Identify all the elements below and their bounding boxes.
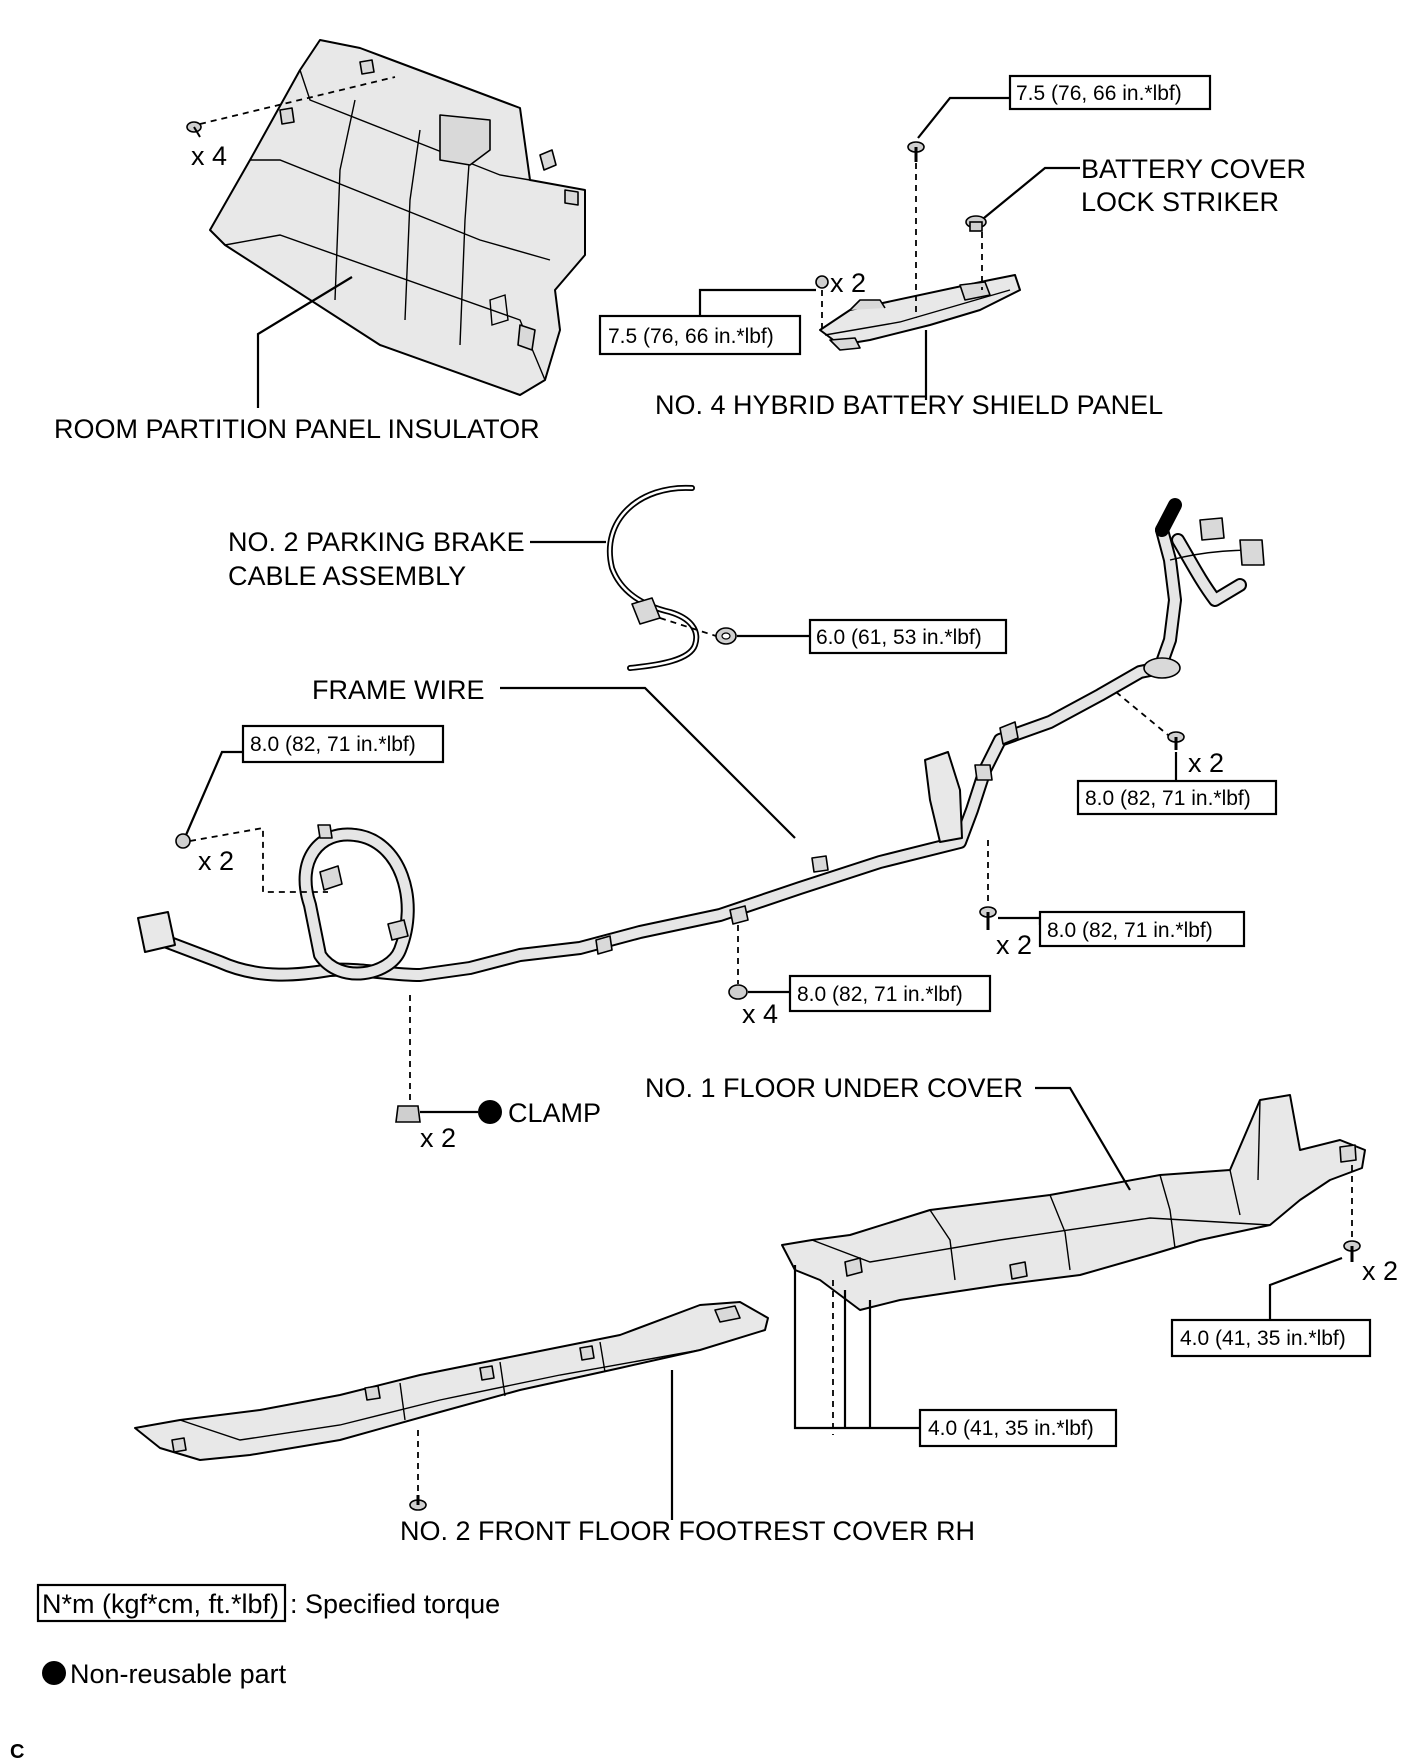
- frame-wire-label: FRAME WIRE: [312, 675, 485, 705]
- battery-cover-lock-striker-label-line1: BATTERY COVER: [1081, 154, 1306, 184]
- legend-non-reusable-icon: [42, 1661, 66, 1685]
- room-partition-panel-insulator-label: ROOM PARTITION PANEL INSULATOR: [54, 414, 540, 444]
- frame-wire-drawing: [137, 498, 1265, 982]
- legend-torque-desc: : Specified torque: [290, 1589, 500, 1619]
- legend-non-reusable-label: Non-reusable part: [70, 1659, 287, 1689]
- floor-under-cover-bolts-qty: x 2: [1362, 1256, 1398, 1286]
- corner-mark: C: [10, 1741, 24, 1763]
- non-reusable-mark-icon: [478, 1100, 502, 1124]
- room-partition-panel-insulator-drawing: [209, 39, 586, 396]
- no2-parking-brake-cable-label-line1: NO. 2 PARKING BRAKE: [228, 527, 525, 557]
- floor-cover-left-torque: 4.0 (41, 35 in.*lbf): [928, 1417, 1094, 1440]
- shield-nuts-torque: 7.5 (76, 66 in.*lbf): [608, 325, 774, 348]
- frame-wire-left-torque: 8.0 (82, 71 in.*lbf): [250, 733, 416, 756]
- floor-cover-right-bolt-icon: [1343, 1240, 1361, 1262]
- no1-floor-under-cover-label: NO. 1 FLOOR UNDER COVER: [645, 1073, 1023, 1103]
- clamp-label: CLAMP: [508, 1098, 601, 1128]
- no4-hybrid-battery-shield-panel-label: NO. 4 HYBRID BATTERY SHIELD PANEL: [655, 390, 1163, 420]
- insulator-clips-qty: x 4: [191, 141, 227, 171]
- frame-wire-right-top-torque: 8.0 (82, 71 in.*lbf): [1085, 787, 1251, 810]
- frame-wire-right-top-bolt-icon: [1167, 731, 1185, 750]
- parking-brake-nut-torque: 6.0 (61, 53 in.*lbf): [816, 626, 982, 649]
- frame-wire-right-mid-bolt-icon: [979, 906, 997, 930]
- frame-wire-right-mid-bolts-qty: x 2: [996, 930, 1032, 960]
- frame-wire-left-nut-icon: [175, 833, 191, 849]
- floor-under-cover-drawing: [781, 1094, 1366, 1311]
- battery-cover-lock-striker-label-line2: LOCK STRIKER: [1081, 187, 1279, 217]
- clamps-qty: x 2: [420, 1123, 456, 1153]
- front-floor-footrest-cover-drawing: [134, 1301, 769, 1461]
- parking-brake-nut-icon: [715, 627, 737, 645]
- hybrid-battery-shield-panel-drawing: [819, 274, 1021, 351]
- frame-wire-right-mid-torque: 8.0 (82, 71 in.*lbf): [1047, 919, 1213, 942]
- no2-front-floor-footrest-cover-label: NO. 2 FRONT FLOOR FOOTREST COVER RH: [400, 1516, 975, 1546]
- clamp-icon: [395, 1105, 421, 1123]
- battery-cover-lock-striker-icon: [965, 215, 987, 232]
- frame-wire-center-nuts-qty: x 4: [742, 999, 778, 1029]
- legend-torque-box: [36, 1583, 287, 1623]
- legend-torque-box-label: N*m (kgf*cm, ft.*lbf): [42, 1589, 279, 1619]
- shield-top-bolt-torque: 7.5 (76, 66 in.*lbf): [1016, 82, 1182, 105]
- insulator-clip-icon: [186, 121, 202, 138]
- shield-nuts-qty: x 2: [830, 268, 866, 298]
- no2-parking-brake-cable-label-line2: CABLE ASSEMBLY: [228, 561, 466, 591]
- floor-cover-right-torque: 4.0 (41, 35 in.*lbf): [1180, 1327, 1346, 1350]
- footrest-cover-clip-icon: [409, 1495, 427, 1511]
- shield-nut-icon: [815, 275, 829, 289]
- frame-wire-right-top-bolts-qty: x 2: [1188, 748, 1224, 778]
- frame-wire-center-nut-icon: [728, 984, 748, 1000]
- parking-brake-cable-drawing: [607, 484, 700, 671]
- frame-wire-left-nuts-qty: x 2: [198, 846, 234, 876]
- shield-top-bolt-icon: [907, 141, 925, 162]
- frame-wire-center-torque: 8.0 (82, 71 in.*lbf): [797, 983, 963, 1006]
